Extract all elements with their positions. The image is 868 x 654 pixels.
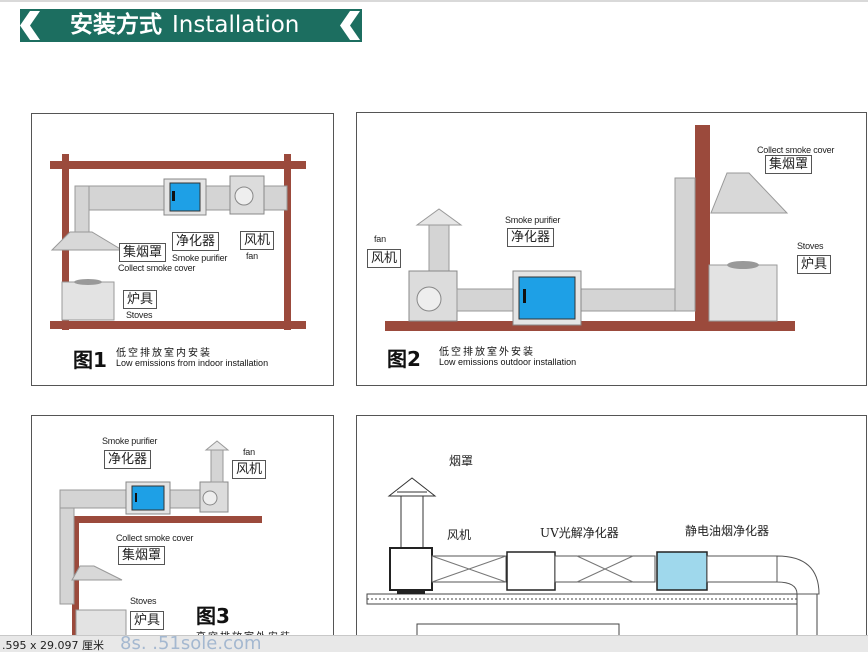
stove-shape — [61, 281, 115, 321]
figure-1-caption-zh: 低空排放室内安装 — [116, 348, 212, 359]
label-fan-zh: 风机 — [367, 249, 402, 268]
high-outdoor-diagram — [59, 440, 262, 647]
esp-purifier-box — [656, 551, 708, 591]
watermark: 8s. .51sole.com — [120, 633, 262, 654]
horizontal-duct — [578, 288, 680, 312]
status-bar: .595 x 29.097 厘米 8s. .51sole.com — [0, 633, 868, 654]
purifier-blue-panel — [131, 485, 165, 511]
vertical-duct — [59, 493, 75, 605]
purifier-blue-panel — [518, 276, 576, 320]
panel-high-outdoor-installation: Smoke purifier 净化器 fan 风机 Collect smoke … — [31, 415, 334, 647]
label-purifier-en: Smoke purifier — [505, 215, 561, 225]
label-hood-en: Collect smoke cover — [118, 263, 196, 273]
stove-shape — [708, 264, 778, 322]
building-wall — [695, 125, 710, 325]
fan-box — [389, 547, 433, 591]
label-purifier-zh: 净化器 — [507, 228, 555, 247]
purifier-blue-panel — [169, 182, 201, 212]
label-hood-zh: 集烟罩 — [765, 155, 813, 174]
label-esp-purifier: 静电油烟净化器 — [685, 524, 770, 538]
label-hood-en: Collect smoke cover — [757, 145, 835, 155]
system-layout-diagram — [366, 477, 820, 647]
label-fan-zh: 风机 — [232, 460, 267, 479]
hood-cap — [387, 477, 437, 497]
stack-shape — [400, 495, 424, 549]
label-stove-zh: 炉具 — [123, 290, 158, 309]
figure-2-caption-zh: 低空排放室外安装 — [439, 347, 535, 358]
vertical-duct — [674, 177, 696, 312]
top-divider — [0, 0, 868, 2]
label-stove-en: Stoves — [797, 241, 824, 251]
label-hood: 烟罩 — [449, 454, 474, 468]
label-stove-en: Stoves — [126, 310, 153, 320]
uv-purifier-box — [506, 551, 556, 591]
duct-elbow — [74, 185, 90, 233]
exhaust-stack — [210, 449, 224, 483]
figure-2-caption-en: Low emissions outdoor installation — [439, 357, 577, 367]
label-hood-zh: 集烟罩 — [119, 243, 167, 262]
label-hood-en: Collect smoke cover — [116, 533, 194, 543]
floor — [50, 321, 306, 329]
figure-1-caption-en: Low emissions from indoor installation — [116, 358, 269, 368]
wall-right — [284, 154, 291, 330]
label-fan-en: fan — [374, 234, 386, 244]
label-stove-zh: 炉具 — [130, 611, 165, 630]
label-fan-zh: 风机 — [240, 231, 275, 250]
label-fan-en: fan — [246, 251, 258, 261]
banner-title-en: Installation — [172, 12, 300, 38]
label-purifier-en: Smoke purifier — [102, 436, 158, 446]
label-fan-en: fan — [243, 447, 255, 457]
roof-beam — [72, 516, 262, 523]
wall — [72, 516, 79, 646]
section-banner: 安装方式 Installation — [20, 9, 362, 42]
label-fan: 风机 — [447, 528, 472, 542]
figure-1-number: 图1 — [73, 348, 107, 372]
label-uv-purifier: UV光解净化器 — [540, 526, 619, 540]
label-purifier-en: Smoke purifier — [172, 253, 228, 263]
indoor-diagram — [50, 154, 306, 330]
figure-3-number: 图3 — [196, 604, 230, 628]
label-purifier-zh: 净化器 — [172, 232, 220, 251]
document-dimensions: .595 x 29.097 厘米 — [2, 639, 104, 652]
duct-elbow — [776, 555, 820, 595]
label-hood-zh: 集烟罩 — [118, 546, 166, 565]
ground — [385, 321, 795, 331]
label-purifier-zh: 净化器 — [104, 450, 152, 469]
smoke-hood-shape — [710, 172, 789, 214]
banner-chevron-icons — [20, 11, 360, 40]
label-stove-en: Stoves — [130, 596, 157, 606]
panel-outdoor-installation: Collect smoke cover 集烟罩 Smoke purifier 净… — [356, 112, 867, 386]
panel-system-layout: 烟罩 风机 UV光解净化器 静电油烟净化器 — [356, 415, 867, 647]
outdoor-diagram — [385, 125, 795, 331]
banner-title: 安装方式 Installation — [70, 10, 299, 40]
panel-indoor-installation: 集烟罩 Collect smoke cover 净化器 Smoke purifi… — [31, 113, 334, 386]
smoke-hood-shape — [71, 565, 123, 581]
banner-title-zh: 安装方式 — [70, 12, 162, 38]
ceiling-beam — [50, 161, 306, 169]
figure-2-number: 图2 — [387, 347, 421, 371]
label-stove-zh: 炉具 — [797, 255, 832, 274]
